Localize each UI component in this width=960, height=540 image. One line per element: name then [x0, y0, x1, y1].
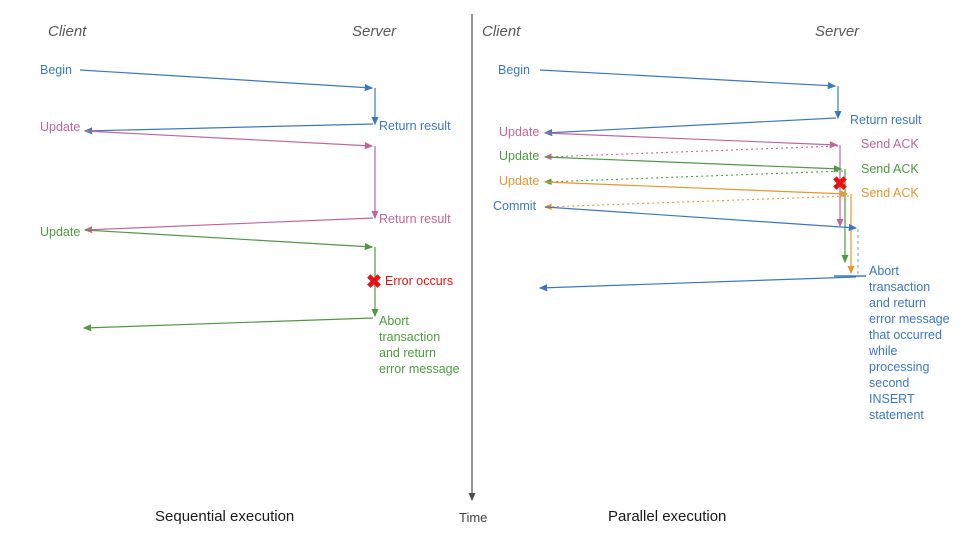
abort-note-line-4: error message — [869, 312, 950, 326]
server-actor-label: Server — [815, 23, 860, 40]
abort-note-line-4: error message — [379, 362, 460, 376]
begin-arrow — [79, 69, 374, 92]
abort-note-line-7: processing — [869, 360, 929, 374]
commit-arrow — [544, 206, 858, 232]
update-3-arrow — [544, 181, 849, 198]
abort-return-arrow — [82, 317, 374, 332]
send-ack-2-arrow — [543, 170, 844, 186]
send-ack-1-arrow — [543, 145, 839, 161]
return-result-2-label: Return result — [379, 212, 451, 226]
time-axis: Time — [459, 14, 487, 525]
abort-note-line-2: transaction — [379, 330, 440, 344]
abort-return-arrow — [538, 276, 857, 292]
abort-note: Abort transaction and return error messa… — [868, 264, 950, 422]
abort-note-line-10: statement — [869, 408, 924, 422]
message-abort-return — [538, 276, 857, 292]
update-2-arrow — [544, 156, 843, 173]
error-x-marker: ✖ — [832, 174, 848, 195]
send-ack-1-label: Send ACK — [861, 137, 919, 151]
message-begin-request: Begin — [40, 63, 374, 92]
abort-note-line-3: and return — [379, 346, 436, 360]
return-result-2-arrow — [83, 217, 374, 234]
message-begin-request: Begin — [498, 63, 837, 90]
abort-note-line-2: transaction — [869, 280, 930, 294]
begin-label: Begin — [498, 63, 530, 77]
message-update-request-2: Update — [40, 225, 374, 251]
abort-note-line-8: second — [869, 376, 909, 390]
send-ack-2-label: Send ACK — [861, 162, 919, 176]
error-occurs-label: Error occurs — [385, 274, 453, 288]
return-result-1-arrow — [83, 123, 374, 135]
message-send-ack-3: Send ACK — [543, 186, 919, 211]
message-return-result-1: Return result — [83, 119, 451, 135]
update-1-arrow — [544, 132, 839, 149]
message-update-request-2: Update — [499, 149, 843, 173]
error-marker-group: ✖ Error occurs — [366, 272, 453, 293]
update-1-label: Update — [499, 125, 539, 139]
panel-sequential: Client Server Begin Return result Update… — [40, 23, 460, 525]
abort-note-line-5: that occurred — [869, 328, 942, 342]
message-send-ack-1: Send ACK — [543, 137, 919, 161]
abort-note-line-3: and return — [869, 296, 926, 310]
begin-label: Begin — [40, 63, 72, 77]
message-return-result-2: Return result — [83, 212, 451, 234]
update-2-label: Update — [40, 225, 80, 239]
message-update-request-1: Update — [499, 125, 839, 149]
update-1-label: Update — [40, 120, 80, 134]
abort-note-line-1: Abort — [379, 314, 409, 328]
update-3-label: Update — [499, 174, 539, 188]
abort-note-line-9: INSERT — [869, 392, 915, 406]
abort-note-line-6: while — [868, 344, 898, 358]
panel-parallel: Client Server Begin Return result Update… — [482, 23, 950, 525]
update-2-label: Update — [499, 149, 539, 163]
message-commit-request: Commit — [493, 199, 858, 232]
panel-caption-parallel: Parallel execution — [608, 508, 726, 525]
update-2-arrow — [84, 229, 374, 251]
commit-label: Commit — [493, 199, 537, 213]
message-return-result: Return result — [543, 113, 922, 137]
server-actor-label: Server — [352, 23, 397, 40]
message-send-ack-2: Send ACK — [543, 162, 919, 186]
panel-caption-sequential: Sequential execution — [155, 508, 294, 525]
return-result-arrow — [543, 117, 837, 137]
time-axis-label: Time — [459, 510, 487, 525]
return-result-1-label: Return result — [379, 119, 451, 133]
message-update-request-1: Update — [40, 120, 374, 150]
error-x-marker: ✖ — [366, 272, 382, 293]
begin-arrow — [539, 69, 837, 90]
return-result-label: Return result — [850, 113, 922, 127]
send-ack-3-arrow — [543, 195, 850, 211]
message-abort-return — [82, 317, 374, 332]
abort-note-line-1: Abort — [869, 264, 899, 278]
client-actor-label: Client — [482, 23, 521, 40]
client-actor-label: Client — [48, 23, 87, 40]
update-1-arrow — [84, 130, 374, 150]
abort-note: Abort transaction and return error messa… — [379, 314, 460, 376]
message-update-request-3: Update — [499, 174, 849, 198]
send-ack-3-label: Send ACK — [861, 186, 919, 200]
